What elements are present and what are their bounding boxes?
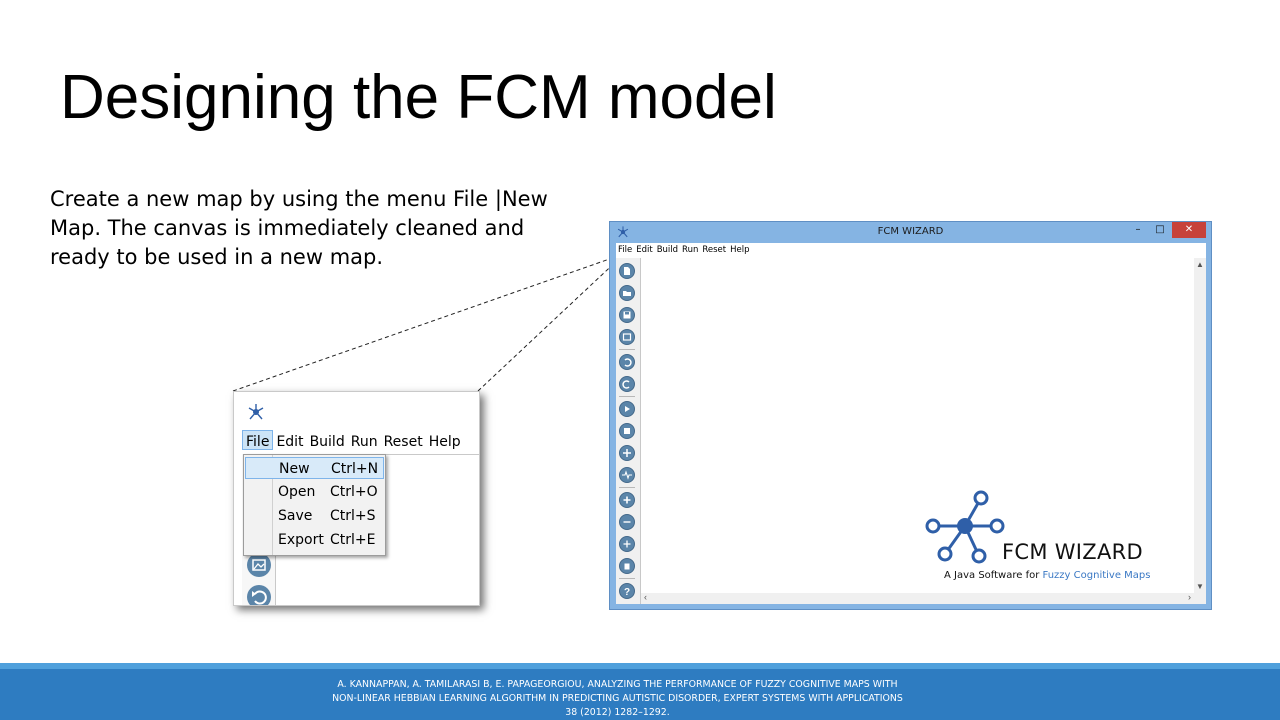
maximize-button[interactable]: □: [1155, 224, 1165, 235]
scroll-down-icon[interactable]: ▼: [1196, 582, 1204, 591]
undo-icon[interactable]: [247, 585, 271, 605]
redo-icon[interactable]: [619, 376, 635, 392]
menu-edit[interactable]: Edit: [636, 245, 653, 255]
zoom-menu-run[interactable]: Run: [350, 434, 378, 450]
slide-footer: A. KANNAPPAN, A. TAMILARASI B, E. PAPAGE…: [0, 663, 1280, 720]
citation-text: A. KANNAPPAN, A. TAMILARASI B, E. PAPAGE…: [332, 679, 903, 718]
connect-icon[interactable]: [619, 514, 635, 530]
zoom-menu-help[interactable]: Help: [428, 434, 461, 450]
menu-item-save[interactable]: Save Ctrl+S: [278, 508, 376, 524]
undo-icon[interactable]: [619, 354, 635, 370]
help-icon[interactable]: ?: [619, 583, 635, 599]
svg-text:?: ?: [624, 587, 630, 598]
horizontal-scrollbar[interactable]: ‹ ›: [641, 592, 1194, 604]
save-icon[interactable]: [619, 307, 635, 323]
run-icon[interactable]: [619, 401, 635, 417]
zoom-menu-build[interactable]: Build: [309, 434, 345, 450]
menu-reset[interactable]: Reset: [702, 245, 727, 255]
pulse-icon[interactable]: [619, 467, 635, 483]
open-icon[interactable]: [619, 285, 635, 301]
app-logo-icon: [248, 404, 264, 420]
menu-file[interactable]: File: [618, 245, 633, 255]
app-client-area: ? ▲ ▼ ‹ › FCM WIZARD A Java Software for…: [616, 258, 1206, 604]
zoom-menu-edit[interactable]: Edit: [276, 434, 304, 450]
window-title-bar[interactable]: FCM WIZARD – □ ✕: [610, 222, 1211, 242]
scroll-left-icon[interactable]: ‹: [644, 592, 647, 602]
minimize-button[interactable]: –: [1135, 224, 1141, 235]
zoom-menu-file[interactable]: File: [242, 430, 274, 450]
export-image-icon[interactable]: [619, 329, 635, 345]
menu-item-new[interactable]: New Ctrl+N: [245, 457, 384, 479]
logo-title: FCM WIZARD: [1002, 540, 1144, 564]
stop-icon[interactable]: [619, 423, 635, 439]
logo-tagline-prefix: A Java Software for: [944, 570, 1043, 581]
slide-body-text: Create a new map by using the menu File …: [50, 187, 548, 269]
zoom-menu-reset[interactable]: Reset: [383, 434, 423, 450]
slide-title: Designing the FCM model: [60, 63, 777, 132]
logo-tagline: A Java Software for Fuzzy Cognitive Maps: [944, 570, 1150, 581]
app-logo-icon: [617, 226, 629, 238]
menu-build[interactable]: Build: [656, 245, 679, 255]
add-edge-icon[interactable]: [619, 536, 635, 552]
menu-help[interactable]: Help: [730, 245, 750, 255]
delete-icon[interactable]: [619, 558, 635, 574]
export-image-icon[interactable]: [247, 553, 271, 577]
map-canvas[interactable]: [641, 258, 1194, 593]
logo-tagline-highlight: Fuzzy Cognitive Maps: [1042, 570, 1151, 581]
fcm-wizard-logo-graphic: [925, 490, 1005, 564]
vertical-scrollbar[interactable]: ▲ ▼: [1194, 258, 1206, 593]
menu-run[interactable]: Run: [682, 245, 699, 255]
add-node-icon[interactable]: [619, 492, 635, 508]
new-map-icon[interactable]: [619, 263, 635, 279]
menu-item-open[interactable]: Open Ctrl+O: [278, 484, 378, 500]
grid-icon[interactable]: [619, 445, 635, 461]
close-button[interactable]: ✕: [1172, 222, 1206, 238]
scroll-right-icon[interactable]: ›: [1188, 592, 1191, 602]
scroll-up-icon[interactable]: ▲: [1196, 260, 1204, 269]
vertical-toolbar: ?: [616, 258, 641, 604]
menu-item-export[interactable]: Export Ctrl+E: [278, 532, 376, 548]
file-dropdown-menu: New Ctrl+N Open Ctrl+O Save Ctrl+S Expor…: [243, 454, 386, 556]
window-title: FCM WIZARD: [877, 226, 944, 237]
